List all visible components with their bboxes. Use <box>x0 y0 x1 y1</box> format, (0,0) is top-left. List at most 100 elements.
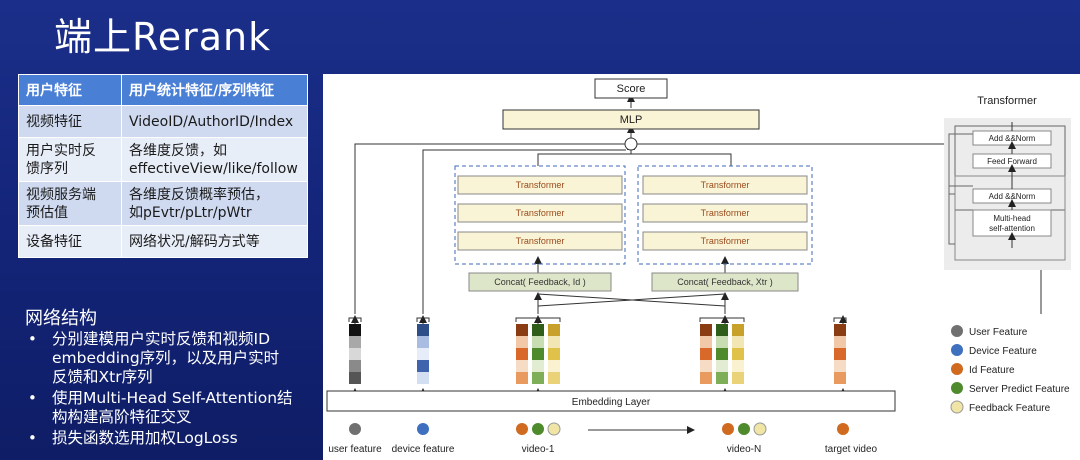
slide-title: 端上Rerank <box>54 15 272 59</box>
concat-box-left <box>468 272 612 292</box>
video-n-label: video-N <box>727 444 761 455</box>
transformer-label: Transformer <box>701 236 750 246</box>
concat-left-label: Concat( Feedback, Id ) <box>494 277 586 287</box>
server-predict-dot <box>532 423 544 435</box>
side-mha-label-line2: self-attention <box>989 224 1035 233</box>
side-addnorm-bottom-label: Add &&Norm <box>989 192 1036 201</box>
bullet-icon: • <box>28 389 37 407</box>
row-name-line: 设备特征 <box>26 233 82 250</box>
transformer-label: Transformer <box>516 208 565 218</box>
row-name-line: 预估值 <box>26 204 68 221</box>
side-mha-box <box>972 209 1052 237</box>
feature-table: 用户特征 用户统计特征/序列特征 视频特征 VideoID/AuthorID/I… <box>18 74 308 258</box>
list-item-line: 损失函数选用加权LogLoss <box>52 429 238 447</box>
row-desc: 各维度反馈概率预估，如pEvtr/pLtr/pWtr <box>121 181 308 226</box>
transformer-label: Transformer <box>516 236 565 246</box>
id-feature-dot <box>837 423 849 435</box>
bullet-icon: • <box>28 429 37 447</box>
id-feature-dot <box>722 423 734 435</box>
row-name: 视频特征 <box>18 105 122 138</box>
legend-user-label: User Feature <box>969 327 1028 338</box>
row-name-line: 用户实时反 <box>26 142 96 159</box>
concat-box-right <box>651 272 799 292</box>
row-desc: 网络状况/解码方式等 <box>121 225 308 258</box>
list-item-line: 分别建模用户实时反馈和视频ID <box>52 330 271 348</box>
legend-feedback-icon <box>950 400 964 414</box>
row-desc-line: effectiveView/like/follow <box>129 160 298 177</box>
user-feature-label: user feature <box>328 444 382 455</box>
row-name: 视频服务端预估值 <box>18 181 122 226</box>
side-transformer-title: Transformer <box>977 95 1037 107</box>
feedback-feature-dot <box>753 422 767 436</box>
row-desc-line: 各维度反馈，如 <box>129 142 227 159</box>
id-feature-dot <box>516 423 528 435</box>
row-name-line: 馈序列 <box>26 160 68 177</box>
transformer-block <box>642 175 808 195</box>
target-video-label: target video <box>825 444 878 455</box>
transformer-block <box>642 231 808 251</box>
legend-server-predict-icon <box>951 382 963 394</box>
bullet-icon: • <box>28 330 37 348</box>
user-feature-dot <box>349 423 361 435</box>
list-item-line: embedding序列，以及用户实时 <box>52 349 280 367</box>
transformer-block <box>457 231 623 251</box>
score-label: Score <box>617 83 646 95</box>
embedding-layer-box <box>326 390 896 412</box>
list-item-line: 构构建高阶特征交叉 <box>52 408 192 426</box>
list-item: • 损失函数选用加权LogLoss <box>26 429 316 448</box>
server-predict-dot <box>738 423 750 435</box>
side-feed-forward-label: Feed Forward <box>987 157 1037 166</box>
legend-device-label: Device Feature <box>969 346 1037 357</box>
list-item-line: 使用Multi-Head Self-Attention结 <box>52 389 293 407</box>
embedding-bars-video1 <box>516 324 560 384</box>
mlp-box <box>502 109 760 130</box>
transformer-label: Transformer <box>701 208 750 218</box>
row-name: 用户实时反馈序列 <box>18 137 122 182</box>
device-feature-label: device feature <box>392 444 455 455</box>
legend-feedback-label: Feedback Feature <box>969 403 1051 414</box>
table-header-col2: 用户统计特征/序列特征 <box>121 74 308 106</box>
list-item-line: 反馈和Xtr序列 <box>52 368 153 386</box>
list-item: • 分别建模用户实时反馈和视频ID embedding序列，以及用户实时 反馈和… <box>26 330 316 387</box>
legend-device-icon <box>951 344 963 356</box>
transformer-block <box>457 175 623 195</box>
concat-node-icon <box>624 137 638 151</box>
bar-brackets <box>348 317 847 322</box>
transformer-label: Transformer <box>516 180 565 190</box>
row-name: 设备特征 <box>18 225 122 258</box>
row-desc-line: 网络状况/解码方式等 <box>129 233 260 250</box>
row-desc-line: 如pEvtr/pLtr/pWtr <box>129 204 252 221</box>
embedding-bars-videoN <box>700 324 744 384</box>
network-bullet-list: • 分别建模用户实时反馈和视频ID embedding序列，以及用户实时 反馈和… <box>26 330 316 450</box>
video-1-label: video-1 <box>522 444 555 455</box>
table-row: 视频特征 VideoID/AuthorID/Index <box>18 105 308 138</box>
table-row: 视频服务端预估值 各维度反馈概率预估，如pEvtr/pLtr/pWtr <box>18 181 308 226</box>
transformer-group-right <box>637 165 813 265</box>
mlp-label: MLP <box>620 114 643 126</box>
transformer-group-left <box>454 165 626 265</box>
transformer-label: Transformer <box>701 180 750 190</box>
embedding-bars-target <box>834 324 846 384</box>
feedback-feature-dot <box>547 422 561 436</box>
score-box <box>594 78 668 99</box>
side-addnorm-top-label: Add &&Norm <box>989 134 1036 143</box>
architecture-diagram: Score MLP Transformer Transformer Transf… <box>323 74 1080 460</box>
row-desc-line: 各维度反馈概率预估， <box>129 186 269 203</box>
concat-right-label: Concat( Feedback, Xtr ) <box>677 277 773 287</box>
embedding-layer-label: Embedding Layer <box>572 397 651 408</box>
legend: User Feature Device Feature Id Feature S… <box>950 325 1070 414</box>
row-name-line: 视频服务端 <box>26 186 96 203</box>
table-row: 设备特征 网络状况/解码方式等 <box>18 225 308 258</box>
list-item: • 使用Multi-Head Self-Attention结 构构建高阶特征交叉 <box>26 389 316 427</box>
embedding-bars-user <box>349 324 361 384</box>
row-desc: VideoID/AuthorID/Index <box>121 105 308 138</box>
legend-id-label: Id Feature <box>969 365 1015 376</box>
embedding-bars-device <box>417 324 429 384</box>
legend-id-icon <box>951 363 963 375</box>
legend-user-icon <box>951 325 963 337</box>
side-mha-label-line1: Multi-head <box>993 214 1030 223</box>
device-feature-dot <box>417 423 429 435</box>
transformer-block <box>642 203 808 223</box>
